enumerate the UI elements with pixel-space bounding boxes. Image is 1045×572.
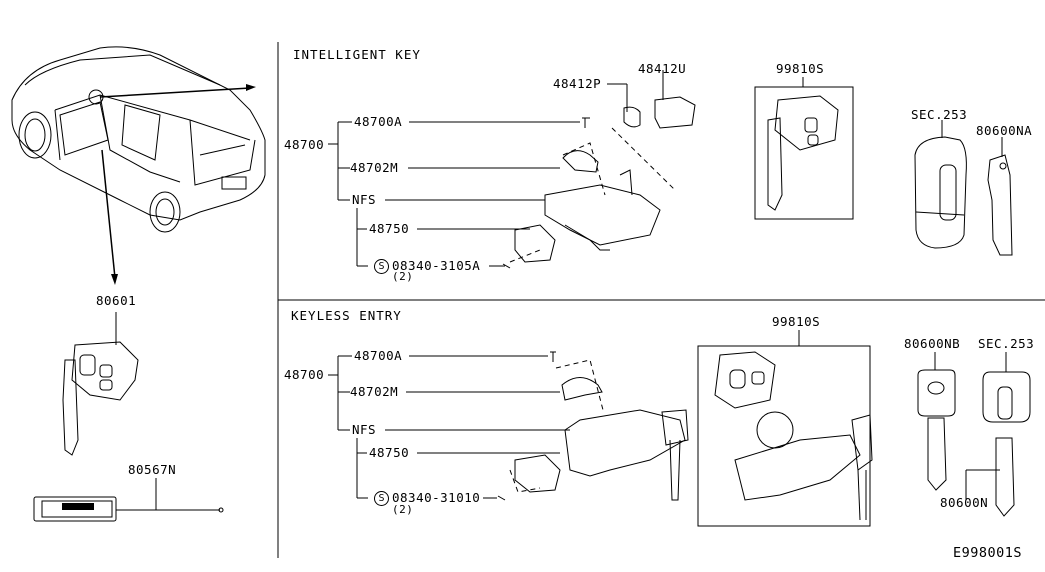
part-label-80601[interactable]: 80601 [96, 293, 137, 308]
intelligent-key-leaders [328, 70, 664, 267]
part-label-80600NB[interactable]: 80600NB [904, 336, 961, 351]
vehicle-illustration [11, 46, 266, 285]
drawing-code: E998001S [953, 545, 1023, 561]
bolt-quantity: (2) [392, 503, 414, 516]
bolt-quantity: (2) [392, 270, 414, 283]
remote-key-80601-illustration [62, 312, 139, 456]
part-label-48702M[interactable]: 48702M [350, 160, 399, 175]
section-ref-sec253[interactable]: SEC.253 [978, 336, 1035, 351]
section-title-intelligent-key: INTELLIGENT KEY [293, 47, 421, 62]
keyless-entry-ignition-illustration [497, 351, 689, 501]
part-label-bolt-08340-31010[interactable]: 08340-31010 [392, 490, 481, 505]
standard-part-symbol-icon: S [374, 259, 389, 274]
part-label-48750[interactable]: 48750 [369, 221, 410, 236]
part-label-48412P[interactable]: 48412P [553, 76, 602, 91]
part-label-48700A[interactable]: 48700A [354, 114, 403, 129]
intelligent-key-ignition-illustration [502, 96, 696, 269]
part-label-48412U[interactable]: 48412U [638, 61, 687, 76]
part-label-48700A[interactable]: 48700A [354, 348, 403, 363]
intelligent-key-kit-box [754, 77, 854, 220]
part-label-48702M[interactable]: 48702M [350, 384, 399, 399]
part-label-48700[interactable]: 48700 [284, 137, 325, 152]
keyless-entry-leaders [328, 355, 570, 499]
part-label-48700[interactable]: 48700 [284, 367, 325, 382]
keyless-entry-kit-box [697, 330, 873, 527]
mechanical-key-80600NB-illustration [917, 352, 956, 491]
part-label-80600N[interactable]: 80600N [940, 495, 989, 510]
part-label-bolt-08340-3105A[interactable]: 08340-3105A [392, 258, 481, 273]
part-label-99810S[interactable]: 99810S [776, 61, 825, 76]
part-label-nfs: NFS [352, 192, 377, 207]
smart-key-fob-illustration [914, 120, 967, 249]
part-label-99810S[interactable]: 99810S [772, 314, 821, 329]
key-card-80567N-illustration [33, 478, 224, 522]
section-ref-sec253[interactable]: SEC.253 [911, 107, 968, 122]
part-label-80600NA[interactable]: 80600NA [976, 123, 1033, 138]
standard-part-symbol-icon: S [374, 491, 389, 506]
section-title-keyless-entry: KEYLESS ENTRY [291, 308, 402, 323]
part-label-80567N[interactable]: 80567N [128, 462, 177, 477]
part-label-48750[interactable]: 48750 [369, 445, 410, 460]
keyless-fob-illustration [965, 352, 1031, 517]
part-label-nfs: NFS [352, 422, 377, 437]
mechanical-key-80600NA-illustration [987, 137, 1013, 256]
